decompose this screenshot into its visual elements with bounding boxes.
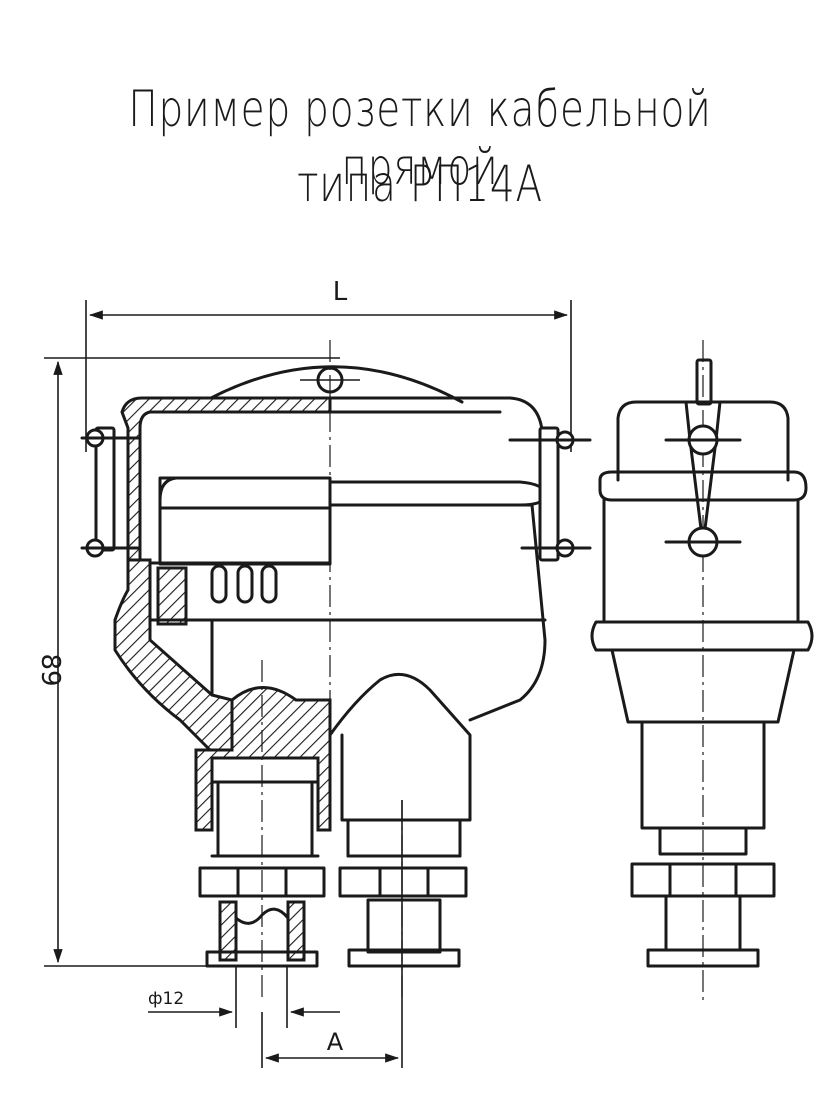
dimension-height: 89 xyxy=(35,357,340,967)
cap-section xyxy=(120,396,332,562)
left-nut xyxy=(198,866,326,898)
right-sleeve xyxy=(366,898,442,954)
title-line-1: Пример розетки кабельной прямой xyxy=(128,80,712,196)
side-gland xyxy=(658,826,748,856)
gland-top xyxy=(210,756,320,784)
dimension-offset: A xyxy=(261,800,403,1068)
dimension-diameter: ф12 xyxy=(148,966,340,1028)
right-gland xyxy=(346,818,462,858)
insert-body xyxy=(158,506,332,566)
side-body xyxy=(602,498,800,624)
right-outlet xyxy=(328,672,472,822)
cable-entry-left-section xyxy=(194,686,332,832)
contact-pin-section xyxy=(156,566,188,626)
contact-sockets xyxy=(210,564,278,604)
right-nut xyxy=(338,866,468,898)
front-view xyxy=(80,340,592,1000)
dimension-length: L xyxy=(85,277,572,452)
dimension-diameter-label: ф12 xyxy=(148,989,184,1009)
side-cap xyxy=(616,400,790,482)
right-clamp xyxy=(508,426,592,562)
dimension-height-label: 89 xyxy=(35,653,65,686)
title-line-2: типа РП14А xyxy=(297,155,543,213)
clamp-band xyxy=(328,480,547,507)
left-clamp xyxy=(80,426,142,558)
dimension-offset-label: A xyxy=(327,1028,344,1056)
right-sleeve-flange xyxy=(347,948,461,968)
gland-body xyxy=(216,780,314,858)
side-view xyxy=(590,340,814,1000)
side-band-bottom xyxy=(590,620,814,652)
side-top-pin xyxy=(695,358,713,406)
side-band-top xyxy=(598,470,808,502)
body-right xyxy=(328,503,547,722)
dimension-length-label: L xyxy=(333,277,348,307)
insert-top xyxy=(158,476,332,510)
side-sleeve-flange xyxy=(646,948,760,968)
